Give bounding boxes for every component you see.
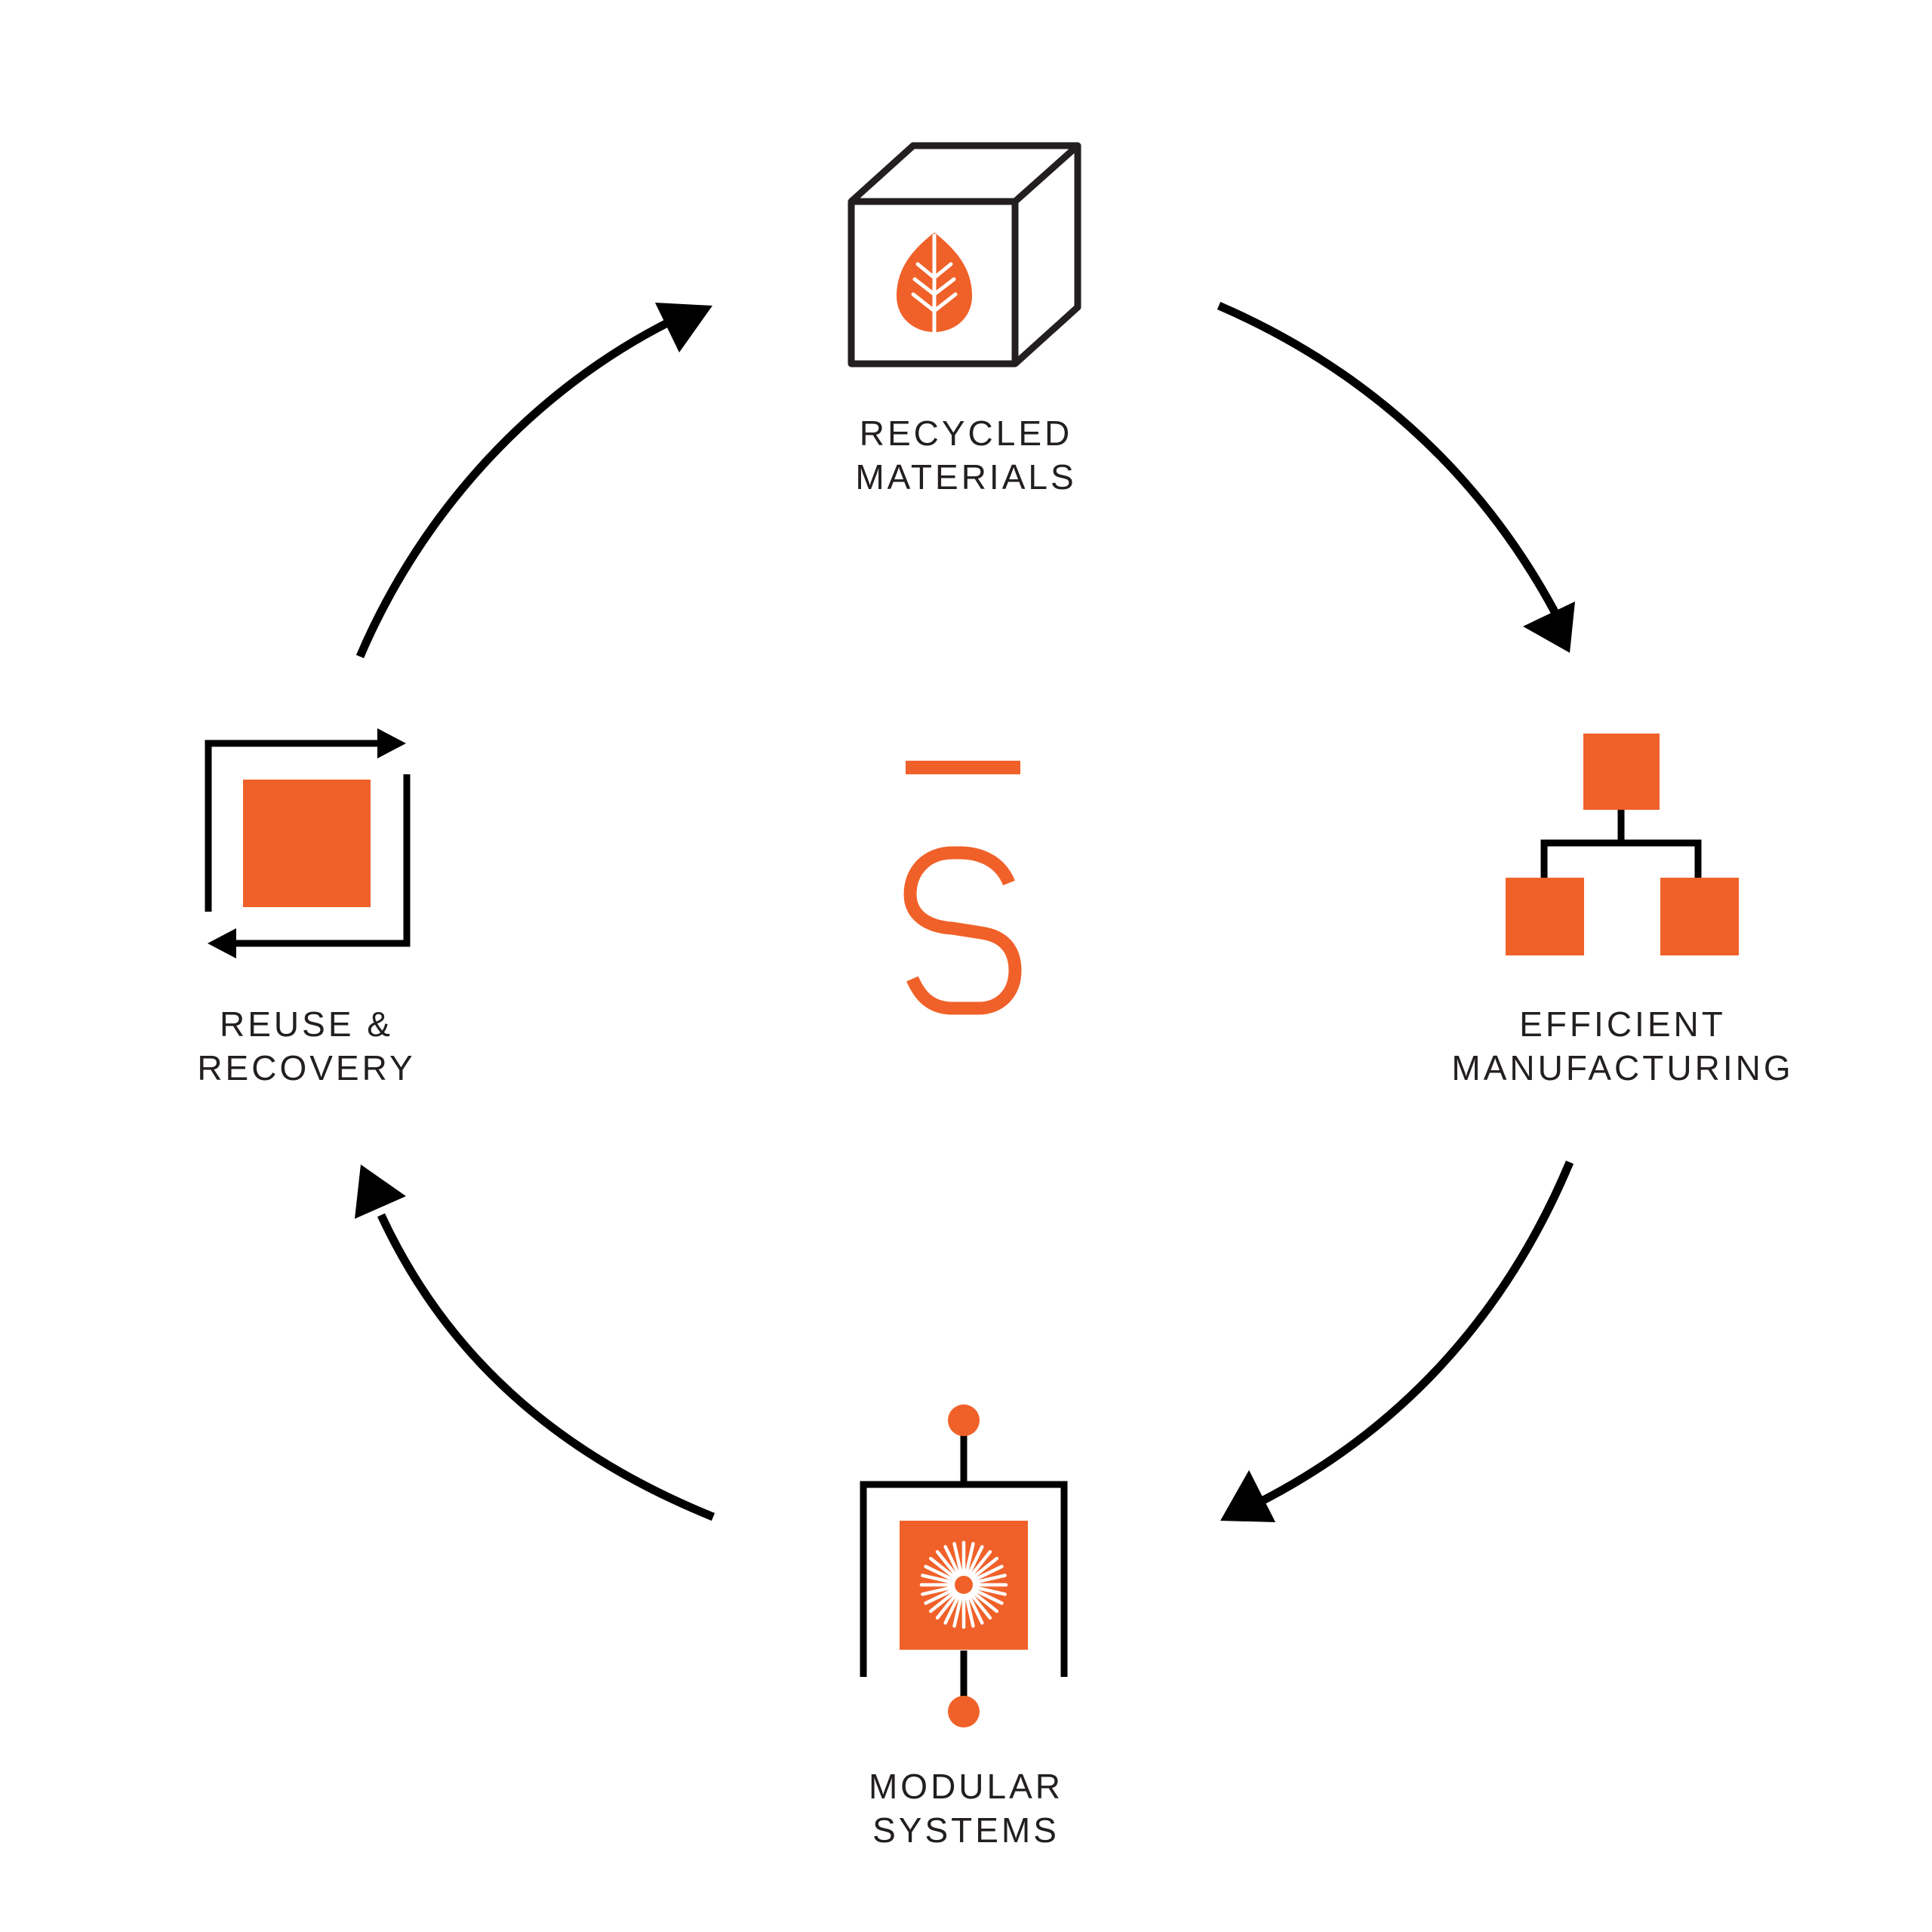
- burst-ray: [924, 1564, 956, 1583]
- burst-ray: [924, 1587, 956, 1605]
- arrow-manufacturing-to-modular: [1258, 1160, 1574, 1506]
- burst-ray: [970, 1556, 999, 1580]
- arrow-modular-to-reuse: [377, 1213, 715, 1521]
- arrowheads: [355, 303, 1575, 1522]
- arrow-reuse-to-recycled: [355, 317, 674, 659]
- cycle-arrows: [355, 301, 1574, 1521]
- burst-ray: [966, 1545, 984, 1577]
- burst-ray: [972, 1574, 1007, 1585]
- label-line: MODULAR: [868, 1767, 1064, 1806]
- label-line: MATERIALS: [855, 457, 1077, 497]
- burst-ray: [943, 1545, 961, 1577]
- label-recycled-materials: RECYCLED MATERIALS: [815, 411, 1117, 499]
- label-line: SYSTEMS: [872, 1810, 1060, 1850]
- burst-ray: [971, 1587, 1004, 1605]
- burst-ray: [928, 1556, 958, 1580]
- burst-ray: [928, 1589, 958, 1614]
- burst-ray: [964, 1542, 975, 1577]
- label-line: MANUFACTURING: [1451, 1048, 1794, 1088]
- arrowhead-1: [1523, 601, 1575, 653]
- burst-ray: [952, 1593, 964, 1628]
- burst-ray: [972, 1585, 1007, 1596]
- arrowhead-4: [655, 303, 712, 352]
- label-line: RECYCLED: [859, 414, 1073, 453]
- label-line: REUSE &: [220, 1004, 393, 1044]
- burst-ray: [968, 1549, 992, 1579]
- burst-icon: [919, 1540, 1008, 1629]
- burst-ray: [970, 1589, 999, 1614]
- s-logo: [903, 761, 1022, 1015]
- burst-ray: [935, 1549, 959, 1579]
- label-line: RECOVERY: [197, 1048, 416, 1088]
- burst-ray: [971, 1564, 1004, 1583]
- cycle-square-icon: [205, 728, 411, 958]
- burst-ray: [952, 1542, 964, 1577]
- module-frame-icon: [860, 1404, 1068, 1727]
- burst-ray: [921, 1574, 955, 1585]
- burst-ray: [921, 1585, 955, 1596]
- arrow-recycled-to-manufacturing: [1217, 301, 1562, 621]
- arrowhead-3: [355, 1164, 406, 1219]
- burst-ray: [943, 1592, 961, 1625]
- burst-ray: [935, 1591, 959, 1620]
- arrowhead-2: [1220, 1470, 1275, 1522]
- burst-ray: [968, 1591, 992, 1620]
- label-reuse-recovery: REUSE & RECOVERY: [155, 1002, 457, 1090]
- hierarchy-icon: [1506, 734, 1739, 955]
- label-efficient-manufacturing: EFFICIENT MANUFACTURING: [1426, 1002, 1819, 1090]
- label-modular-systems: MODULAR SYSTEMS: [815, 1764, 1117, 1852]
- label-line: EFFICIENT: [1519, 1004, 1726, 1044]
- cube-with-leaf-icon: [848, 142, 1081, 368]
- burst-ray: [964, 1593, 975, 1628]
- burst-ray: [966, 1592, 984, 1625]
